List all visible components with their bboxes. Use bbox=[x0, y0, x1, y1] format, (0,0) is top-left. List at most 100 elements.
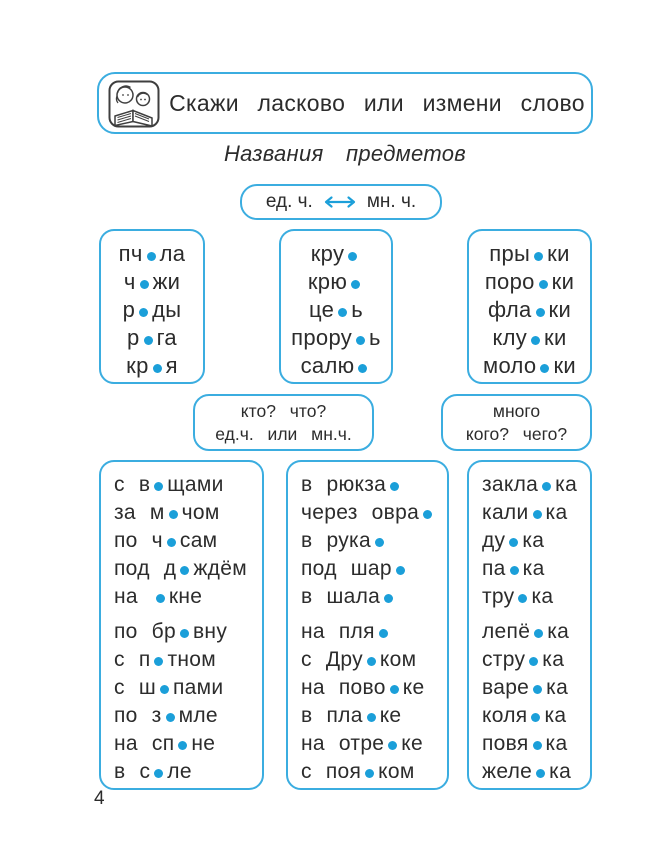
missing-letter-dot bbox=[155, 594, 165, 603]
missing-letter-dot bbox=[534, 252, 544, 261]
word-part: га bbox=[156, 325, 177, 350]
question-box-many-of-whom: много кого? чего? bbox=[441, 394, 592, 451]
missing-letter-dot bbox=[384, 594, 394, 603]
word-part: моло bbox=[483, 353, 537, 378]
word-part: ка bbox=[542, 648, 565, 671]
preposition: по bbox=[114, 529, 138, 552]
preposition: в bbox=[301, 704, 313, 727]
section-title: Названия предметов bbox=[223, 141, 467, 166]
missing-letter-dot bbox=[389, 685, 399, 694]
word-part: пч bbox=[118, 241, 143, 266]
missing-letter-dot bbox=[351, 280, 361, 289]
word-part: ь bbox=[369, 325, 381, 350]
missing-letter-dot bbox=[509, 566, 519, 575]
word-part: р bbox=[122, 297, 136, 322]
word-part: кне bbox=[168, 585, 203, 608]
preposition: на bbox=[301, 732, 325, 755]
missing-letter-dot bbox=[531, 713, 541, 722]
word-part: па bbox=[482, 557, 506, 580]
word-part: вну bbox=[192, 620, 228, 643]
preposition: в bbox=[301, 585, 313, 608]
missing-letter-dot bbox=[529, 657, 539, 666]
word-with-missing-letter: кне bbox=[152, 585, 202, 608]
missing-letter-dot bbox=[152, 364, 162, 373]
word-with-missing-letter: пля bbox=[339, 620, 392, 643]
missing-letter-dot bbox=[423, 510, 433, 519]
word-part: це bbox=[309, 297, 335, 322]
missing-letter-dot bbox=[378, 629, 388, 638]
word-part: ке bbox=[379, 704, 402, 727]
word-part: ка bbox=[544, 704, 567, 727]
word-part: ч bbox=[151, 529, 163, 552]
missing-letter-dot bbox=[165, 713, 175, 722]
preposition: на bbox=[114, 732, 138, 755]
question-box-who-what: кто? что? ед.ч. или мн.ч. bbox=[193, 394, 374, 451]
preposition: по bbox=[114, 704, 138, 727]
singular-label: ед. ч. bbox=[265, 191, 313, 212]
word-part: с bbox=[139, 760, 151, 783]
word-part: ки bbox=[551, 269, 575, 294]
word-part: отре bbox=[338, 732, 385, 755]
missing-letter-dot bbox=[146, 252, 156, 261]
word-part: закла bbox=[482, 473, 539, 496]
word-part: ка bbox=[522, 529, 545, 552]
word-with-missing-letter: овра bbox=[372, 501, 436, 524]
word-part: д bbox=[163, 557, 177, 580]
preposition: в bbox=[301, 473, 313, 496]
missing-letter-dot bbox=[143, 336, 153, 345]
word-part: лепё bbox=[482, 620, 531, 643]
word-part: ка bbox=[522, 557, 545, 580]
word-part: поро bbox=[484, 269, 535, 294]
word-part: Дру bbox=[325, 648, 363, 671]
word-part: ки bbox=[544, 325, 567, 350]
preposition: под bbox=[301, 557, 337, 580]
word-part: чом bbox=[181, 501, 220, 524]
missing-letter-dot bbox=[338, 308, 348, 317]
word-with-missing-letter: рука bbox=[326, 529, 387, 552]
word-part: ка bbox=[545, 732, 568, 755]
word-part: пры bbox=[489, 241, 531, 266]
word-part: повя bbox=[482, 732, 529, 755]
preposition: под bbox=[114, 557, 150, 580]
word-part: пами bbox=[172, 676, 224, 699]
missing-letter-dot bbox=[518, 594, 528, 603]
missing-letter-dot bbox=[154, 657, 164, 666]
preposition: с bbox=[114, 473, 125, 496]
word-part: м bbox=[149, 501, 165, 524]
word-part: ка bbox=[549, 760, 572, 783]
